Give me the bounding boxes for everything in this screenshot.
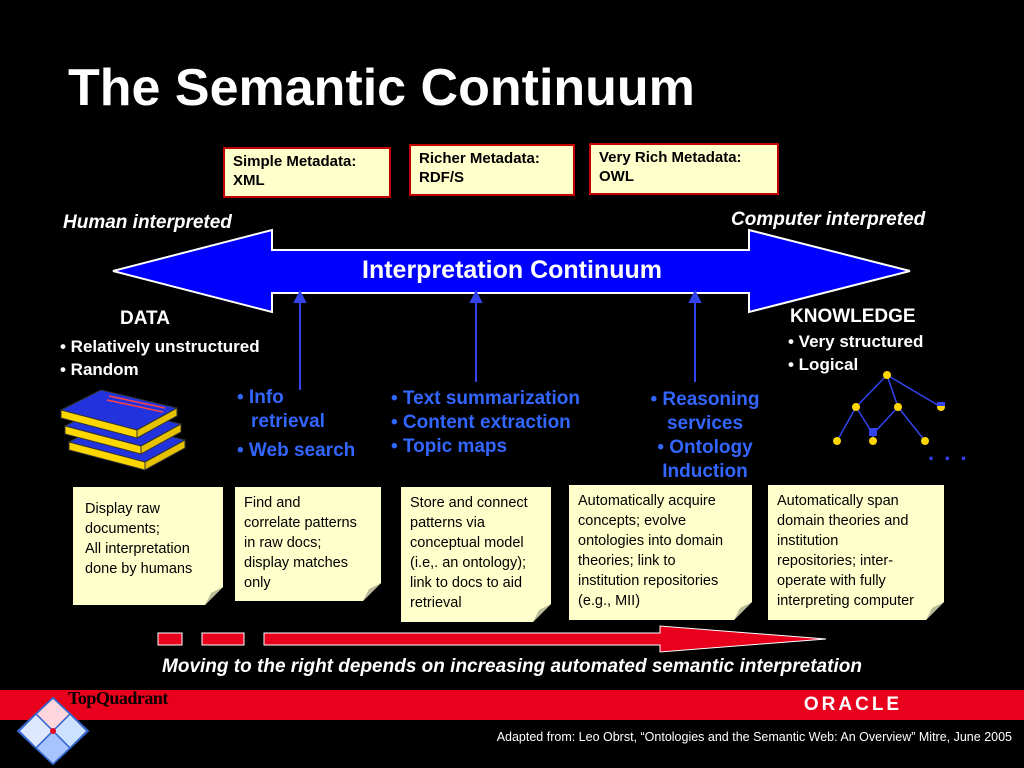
knowledge-bullets: • Very structured • Logical: [788, 330, 923, 376]
metadata-box-value: XML: [233, 172, 265, 189]
data-bullet: • Relatively unstructured: [60, 337, 260, 356]
note-line: in raw docs;: [244, 535, 322, 551]
note-line: repositories; inter-: [777, 553, 894, 569]
topquadrant-logo-text: TopQuadrant: [68, 688, 168, 708]
note-line: retrieval: [410, 595, 462, 611]
technique-group-reasoning: • Reasoning services • Ontology Inductio…: [640, 388, 770, 484]
technique-line: • Web search: [237, 440, 356, 461]
interpretation-continuum-label: Interpretation Continuum: [362, 256, 662, 284]
technique-line: Induction: [662, 461, 748, 482]
note-line: correlate patterns: [244, 515, 357, 531]
note-line: Find and: [244, 495, 301, 511]
progress-arrow-body: [263, 625, 827, 653]
note-line: interpreting computer: [777, 593, 915, 609]
source-credit: Adapted from: Leo Obrst, “Ontologies and…: [496, 730, 1012, 744]
note-line: Display raw: [85, 501, 160, 517]
computer-interpreted-label: Computer interpreted: [731, 209, 926, 230]
pointer-head-1: [293, 290, 307, 303]
note-line: Store and connect: [410, 495, 528, 511]
technique-line: • Ontology: [657, 437, 753, 458]
oracle-logo-mark: [790, 694, 916, 716]
technique-line: • Text summarization: [391, 388, 580, 409]
metadata-box-value: RDF/S: [419, 169, 464, 186]
topquadrant-logo-icon: [16, 696, 90, 766]
progress-dash-2: [201, 632, 245, 646]
metadata-box-xml: Simple Metadata: XML: [223, 147, 391, 198]
technique-line: • Content extraction: [391, 412, 571, 433]
double-arrow-shape: [112, 228, 911, 314]
ellipsis: . . .: [928, 440, 969, 465]
note-line: done by humans: [85, 561, 193, 577]
ontology-tree-icon: [833, 371, 945, 445]
bottom-statement: Moving to the right depends on increasin…: [162, 656, 862, 677]
document-stack-icon: [59, 389, 187, 471]
interpretation-continuum-arrow: [112, 228, 911, 314]
technique-line: retrieval: [251, 411, 325, 432]
pointer-arrows: [293, 290, 702, 390]
note-correlate-patterns: Find and correlate patterns in raw docs;…: [235, 487, 381, 601]
note-acquire-concepts: Automatically acquire concepts; evolve o…: [569, 485, 752, 620]
data-heading: DATA: [120, 308, 170, 329]
technique-line: • Reasoning: [650, 389, 760, 410]
oracle-logo-text: ORACLE: [803, 694, 903, 715]
metadata-box-value: OWL: [599, 168, 634, 185]
note-line: only: [244, 575, 271, 591]
knowledge-heading: KNOWLEDGE: [790, 306, 916, 327]
metadata-box-label: Very Rich Metadata:: [599, 149, 742, 166]
note-line: ontologies into domain: [578, 533, 724, 549]
note-line: domain theories and: [777, 513, 909, 529]
note-line: patterns via: [410, 515, 485, 531]
note-line: link to docs to aid: [410, 575, 523, 591]
note-line: theories; link to: [578, 553, 676, 569]
page-title: The Semantic Continuum: [68, 59, 695, 117]
metadata-box-rdfs: Richer Metadata: RDF/S: [409, 144, 575, 196]
note-line: (i.e,. an ontology);: [410, 555, 527, 571]
progress-dash-1: [157, 632, 183, 646]
note-conceptual-model: Store and connect patterns via conceptua…: [401, 487, 551, 622]
note-line: institution: [777, 533, 839, 549]
note-line: All interpretation: [85, 541, 190, 557]
note-line: conceptual model: [410, 535, 524, 551]
metadata-box-label: Simple Metadata:: [233, 153, 357, 170]
pointer-head-2: [469, 290, 483, 303]
pointer-head-3: [688, 290, 702, 303]
knowledge-bullet: • Logical: [788, 355, 859, 374]
metadata-box-label: Richer Metadata:: [419, 150, 540, 167]
note-line: Automatically acquire: [578, 493, 716, 509]
technique-line: • Info: [237, 387, 284, 408]
technique-line: • Topic maps: [391, 436, 508, 457]
note-line: display matches: [244, 555, 348, 571]
data-bullets: • Relatively unstructured • Random: [60, 335, 260, 381]
note-line: documents;: [85, 521, 160, 537]
progress-arrow: [157, 625, 827, 653]
note-span-domain-theories: Automatically span domain theories and i…: [768, 485, 944, 620]
technique-group-extraction: • Text summarization • Content extractio…: [391, 387, 580, 459]
note-line: (e.g., MII): [578, 593, 641, 609]
knowledge-bullet: • Very structured: [788, 332, 924, 351]
technique-line: services: [666, 413, 744, 434]
note-raw-documents: Display raw documents; All interpretatio…: [73, 487, 223, 605]
metadata-box-owl: Very Rich Metadata: OWL: [589, 143, 779, 195]
note-line: concepts; evolve: [578, 513, 687, 529]
human-interpreted-label: Human interpreted: [63, 212, 232, 233]
note-line: operate with fully: [777, 573, 886, 589]
data-bullet: • Random: [60, 360, 139, 379]
oracle-logo: ORACLE: [790, 694, 916, 716]
note-line: institution repositories: [578, 573, 719, 589]
technique-group-retrieval: • Info retrieval • Web search: [237, 386, 355, 463]
note-line: Automatically span: [777, 493, 899, 509]
